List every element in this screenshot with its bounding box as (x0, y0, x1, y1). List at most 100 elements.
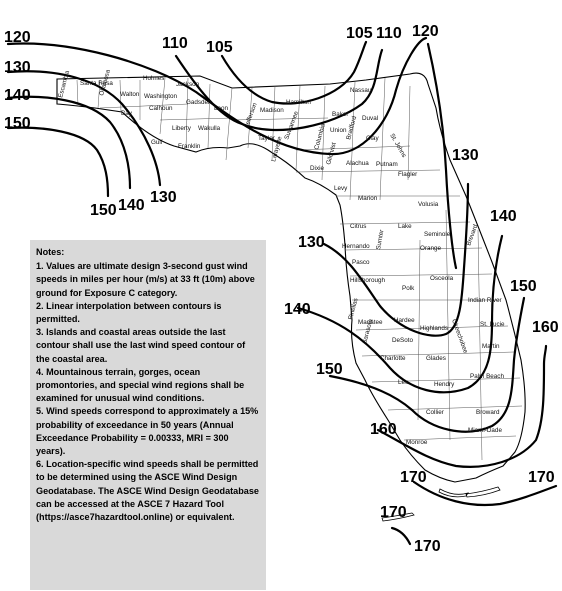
county-label: Miami-Dade (468, 427, 502, 434)
county-label: Flagler (398, 171, 417, 178)
county-label: Levy (334, 185, 348, 192)
county-label: DeSoto (392, 337, 414, 344)
county-label: Santa Rosa (80, 80, 113, 87)
county-label: Sumter (375, 229, 385, 250)
county-label: Marion (358, 195, 378, 202)
note-item: 4. Mountainous terrain, gorges, ocean pr… (36, 366, 245, 404)
contour-140-west (6, 95, 132, 190)
county-label: Leon (214, 105, 229, 112)
label-130-w: 130 (298, 234, 325, 251)
notes-title: Notes: (36, 247, 65, 257)
label-105-n: 105 (206, 39, 233, 56)
label-150-nw: 150 (4, 115, 31, 132)
county-label: Charlotte (380, 355, 406, 362)
county-label: Putnam (376, 161, 398, 168)
county-label: Wakulla (198, 125, 221, 132)
county-label: Manatee (358, 319, 383, 326)
label-170-keys-upper: 170 (380, 504, 407, 521)
county-label: Bay (121, 110, 133, 117)
contour-130-west (6, 70, 162, 187)
county-label: Hamilton (286, 99, 311, 106)
county-label: Highlands (420, 325, 448, 332)
county-label: Lake (398, 223, 412, 230)
label-150-e: 150 (510, 278, 537, 295)
label-170-s: 170 (400, 469, 427, 486)
label-170-keys-lower: 170 (414, 538, 441, 555)
contour-105 (220, 40, 368, 105)
county-label: Jackson (176, 81, 200, 88)
contour-160 (376, 344, 548, 468)
contour-150-south (328, 296, 526, 433)
county-label: Collier (426, 409, 444, 416)
note-item: 2. Linear interpolation between contours… (36, 300, 222, 325)
note-item: 5. Wind speeds correspond to approximate… (36, 406, 259, 457)
county-label: Martin (482, 343, 500, 350)
county-label: Indian River (468, 297, 502, 304)
county-label: Citrus (350, 223, 366, 230)
label-140-sw: 140 (118, 197, 145, 214)
county-label: Polk (402, 285, 415, 292)
contour-120-east (426, 42, 458, 270)
county-label: Duval (362, 115, 378, 122)
wind-speed-contours (6, 36, 558, 546)
label-140-e: 140 (490, 208, 517, 225)
contour-130-east (322, 182, 470, 337)
county-label: Union (330, 127, 347, 134)
contour-170 (412, 480, 558, 507)
county-label: Hernando (342, 243, 370, 250)
label-140-w: 140 (284, 301, 311, 318)
county-label: Pasco (352, 259, 370, 266)
county-label: Walton (120, 91, 140, 98)
county-label: Seminole (424, 231, 451, 238)
county-label: Glades (426, 355, 446, 362)
county-label: Madison (260, 107, 284, 114)
county-label: Dixie (310, 165, 324, 172)
county-label: Hillsborough (350, 277, 385, 284)
note-item: 3. Islands and coastal areas outside the… (36, 327, 246, 364)
label-110-ne: 110 (376, 25, 402, 42)
county-label: Volusia (418, 201, 439, 208)
county-label: Broward (476, 409, 500, 416)
county-label: Nassau (350, 87, 372, 94)
label-140-nw: 140 (4, 87, 31, 104)
contour-120-north (6, 36, 428, 156)
county-label: Washington (144, 93, 178, 100)
label-150-sw: 150 (90, 202, 117, 219)
contour-170-keys (390, 526, 412, 546)
county-label: Gulf (151, 139, 163, 146)
label-130-nw: 130 (4, 59, 31, 76)
county-label: Baker (332, 111, 348, 118)
county-label: Alachua (346, 160, 369, 167)
label-110-n: 110 (162, 35, 188, 52)
county-label: Monroe (406, 439, 428, 446)
county-label: Calhoun (149, 105, 173, 112)
county-label: Liberty (172, 125, 192, 132)
label-105-ne: 105 (346, 25, 373, 42)
county-label: Orange (420, 245, 442, 252)
county-label: St. Lucie (480, 321, 505, 328)
contour-140-east (296, 234, 504, 394)
county-label: Holmes (143, 75, 164, 82)
county-label: Gadsden (186, 99, 212, 106)
label-150-w: 150 (316, 361, 343, 378)
county-label: Lee (398, 379, 409, 386)
county-boundaries (76, 77, 523, 461)
label-160-e: 160 (532, 319, 559, 336)
county-label: Clay (366, 135, 379, 142)
label-170-e: 170 (528, 469, 555, 486)
county-label: Palm Beach (470, 373, 504, 380)
label-120-nw: 120 (4, 29, 31, 46)
note-item: 6. Location-specific wind speeds shall b… (36, 459, 259, 523)
label-130-sw: 130 (150, 189, 177, 206)
county-label: Hendry (434, 381, 455, 388)
label-160-w: 160 (370, 421, 397, 438)
note-item: 1. Values are ultimate design 3-second g… (36, 261, 255, 298)
contour-labels: 120 130 140 150 150 140 130 110 105 105 … (4, 23, 559, 555)
contour-110-north (174, 48, 384, 132)
florida-keys (381, 486, 501, 522)
county-label: Hardee (394, 317, 415, 324)
county-label: Franklin (178, 143, 201, 150)
notes-panel: Notes: 1. Values are ultimate design 3-s… (30, 240, 266, 590)
label-130-e: 130 (452, 147, 479, 164)
